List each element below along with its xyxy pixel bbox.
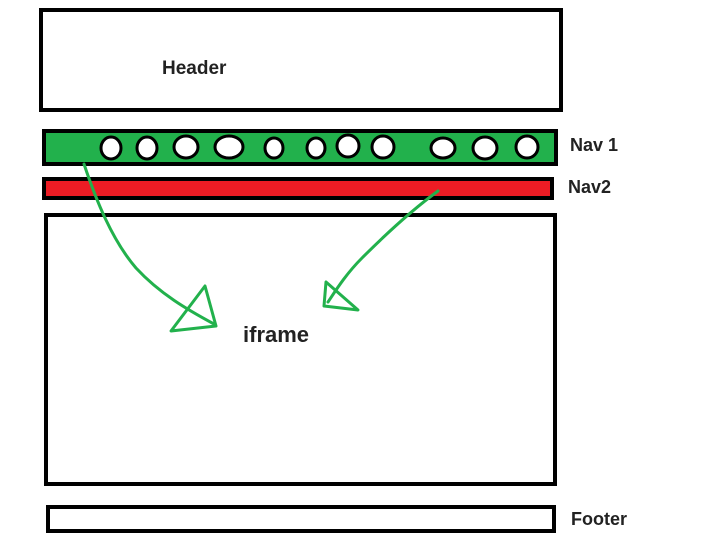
nav1-bar: [42, 129, 558, 166]
header-label: Header: [162, 58, 227, 79]
nav2-label: Nav2: [568, 177, 612, 197]
footer-box: [46, 505, 556, 533]
header-box: [39, 8, 563, 112]
iframe-box: [44, 213, 557, 486]
nav2-bar: [42, 177, 554, 200]
iframe-label: iframe: [243, 322, 310, 347]
footer-label: Footer: [571, 509, 627, 529]
nav1-label: Nav 1: [570, 135, 619, 155]
